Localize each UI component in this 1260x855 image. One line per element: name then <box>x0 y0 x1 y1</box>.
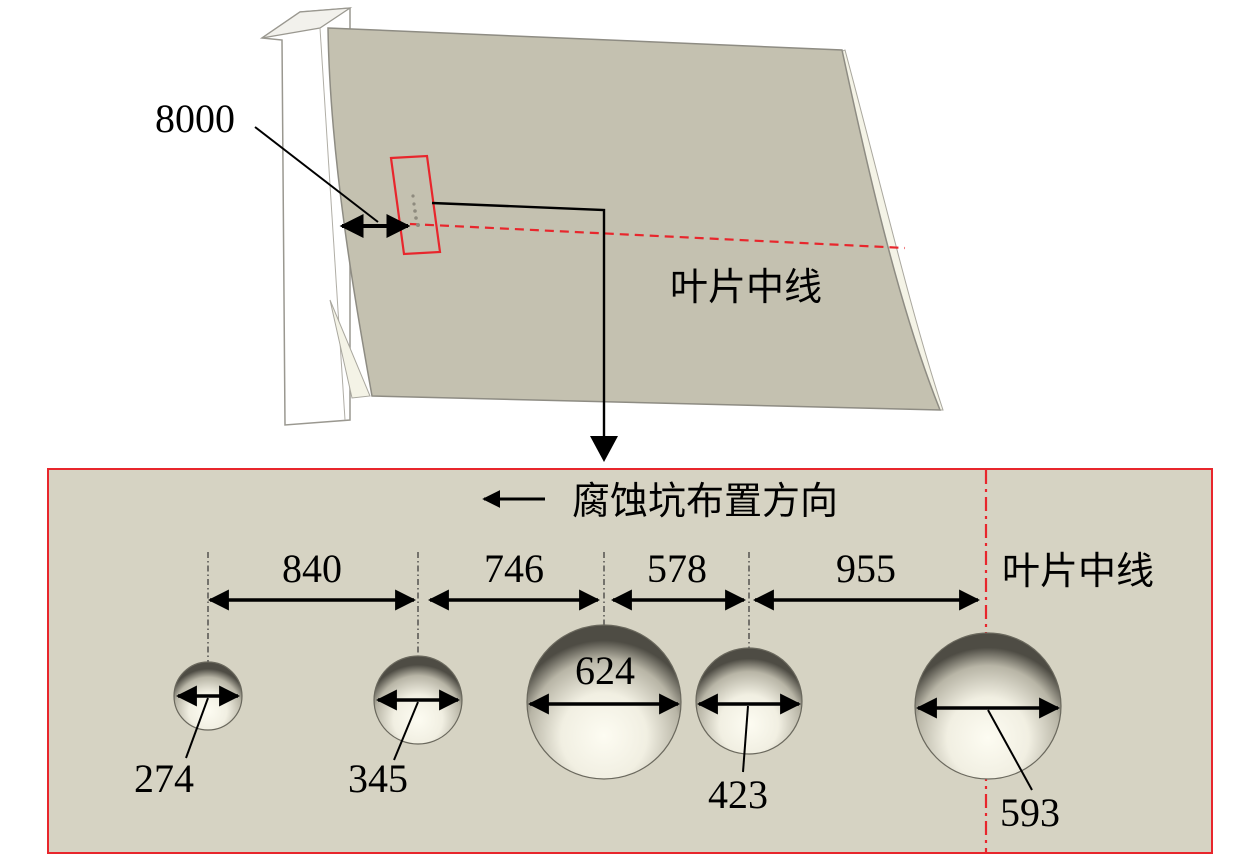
blade-midline <box>409 222 906 250</box>
diameter-leaders <box>185 697 1033 791</box>
diameter-arrows <box>175 685 1061 719</box>
spacing-label-4: 955 <box>836 546 896 591</box>
diameter-label-3: 624 <box>575 648 635 693</box>
mini-pits <box>411 194 420 227</box>
diameter-label-5: 593 <box>1000 790 1060 835</box>
spacing-label-2: 746 <box>484 546 544 591</box>
blade-length-label: 8000 <box>155 96 235 141</box>
detail-midline-label: 叶片中线 <box>1002 549 1154 593</box>
diameter-label-4: 423 <box>708 772 768 817</box>
blade-length-leader <box>254 126 379 223</box>
pit-5 <box>914 632 1062 780</box>
diameter-label-1: 274 <box>134 756 194 801</box>
overview-midline-label: 叶片中线 <box>670 265 822 309</box>
spacing-label-3: 578 <box>647 546 707 591</box>
spacing-label-1: 840 <box>282 546 342 591</box>
detail-connector <box>431 201 606 440</box>
pit-4 <box>695 647 803 755</box>
diameter-label-2: 345 <box>348 756 408 801</box>
direction-label: 腐蚀坑布置方向 <box>572 479 838 523</box>
blade-overview <box>259 7 944 426</box>
blade-surface <box>327 27 942 411</box>
detail-connector-arrowhead <box>590 436 618 462</box>
